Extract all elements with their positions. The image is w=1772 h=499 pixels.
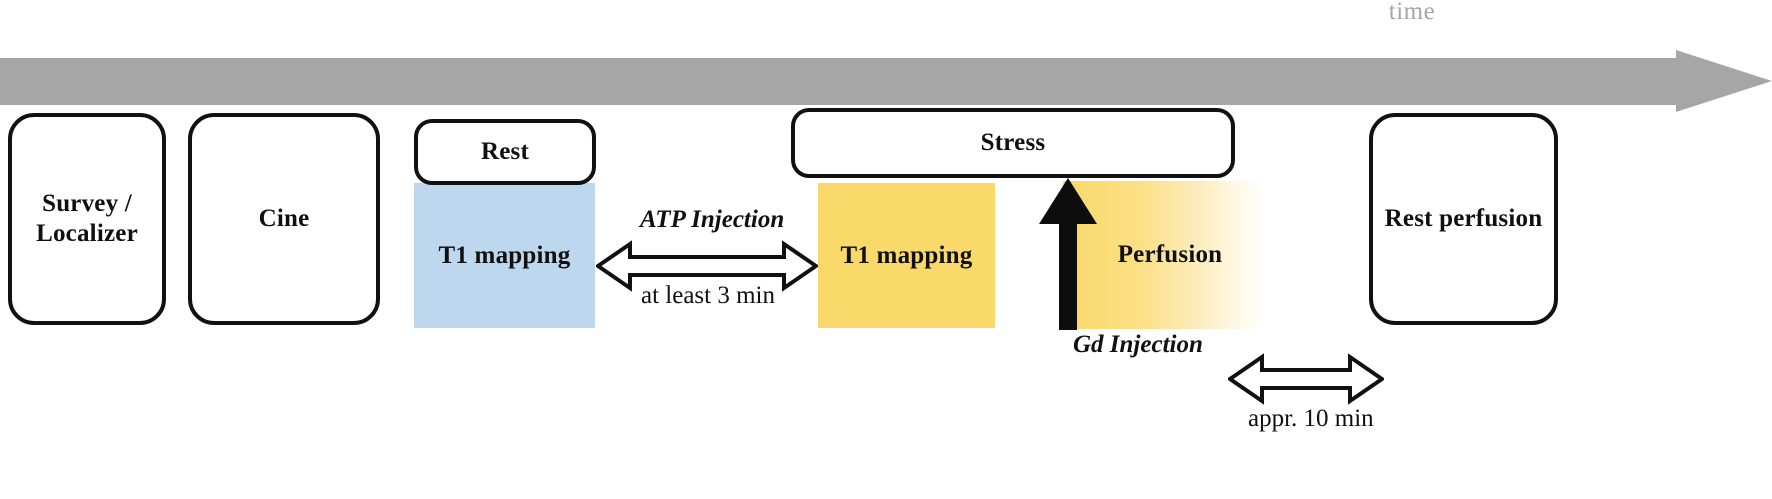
box-rest-perfusion-label: Rest perfusion bbox=[1384, 204, 1543, 232]
block-t1-mapping-stress-label: T1 mapping bbox=[840, 241, 973, 269]
annotation-atp-injection: ATP Injection bbox=[640, 206, 785, 233]
annotation-rest-perfusion-delay: appr. 10 min bbox=[1248, 405, 1374, 432]
block-perfusion-label: Perfusion bbox=[1117, 241, 1223, 268]
box-rest-label: Rest bbox=[480, 137, 529, 165]
rest-perfusion-delay-double-arrow-icon bbox=[1228, 353, 1384, 405]
box-survey-line1: Survey / bbox=[42, 189, 132, 217]
box-cine-label: Cine bbox=[258, 204, 310, 232]
atp-duration-double-arrow-icon bbox=[596, 240, 818, 292]
gd-injection-arrow-icon bbox=[1039, 178, 1097, 330]
box-stress[interactable]: Stress bbox=[791, 108, 1235, 178]
block-t1-mapping-rest-label: T1 mapping bbox=[438, 241, 571, 269]
block-t1-mapping-rest[interactable]: T1 mapping bbox=[414, 183, 595, 328]
box-rest[interactable]: Rest bbox=[414, 119, 596, 185]
block-t1-mapping-stress[interactable]: T1 mapping bbox=[818, 183, 995, 328]
block-perfusion[interactable]: Perfusion bbox=[1063, 181, 1263, 329]
time-axis-label: time bbox=[1388, 0, 1436, 25]
box-survey-localizer[interactable]: Survey / Localizer bbox=[8, 113, 166, 325]
box-survey-line2: Localizer bbox=[36, 220, 138, 247]
box-rest-perfusion[interactable]: Rest perfusion bbox=[1369, 113, 1558, 325]
time-arrow-icon bbox=[0, 50, 1772, 112]
box-cine[interactable]: Cine bbox=[188, 113, 380, 325]
annotation-atp-duration: at least 3 min bbox=[641, 282, 775, 309]
annotation-gd-injection: Gd Injection bbox=[1073, 331, 1203, 358]
box-stress-label: Stress bbox=[980, 128, 1046, 156]
